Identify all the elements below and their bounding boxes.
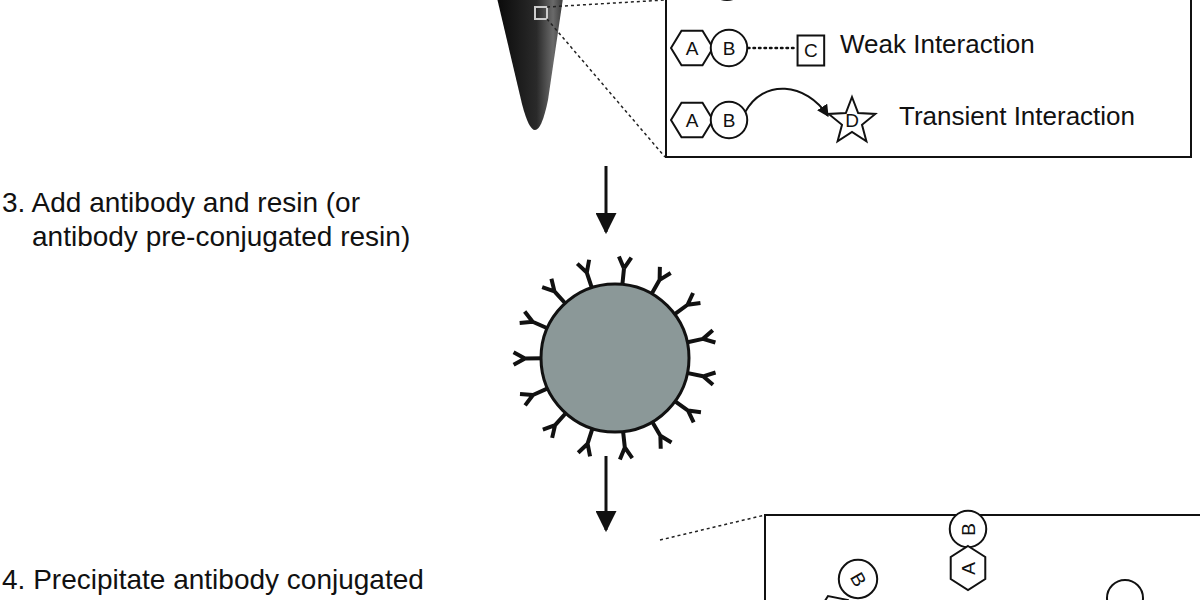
antibodies	[514, 256, 716, 459]
protein-letter: B	[723, 39, 736, 58]
step-arrow	[605, 166, 608, 232]
partial-hexagon	[818, 596, 852, 600]
interaction-label: Transient Interaction	[899, 102, 1135, 131]
transient-interaction-arrow	[745, 89, 828, 116]
step-arrow	[605, 456, 608, 530]
antibody	[619, 256, 631, 286]
protein-c: C	[797, 35, 825, 66]
protein-b: B	[838, 559, 878, 599]
antibody	[673, 293, 700, 315]
antibody	[543, 412, 567, 438]
antibody	[520, 311, 549, 329]
protein-b: B	[710, 101, 748, 139]
antibody	[542, 279, 566, 305]
antibody	[578, 427, 593, 457]
protein-letter: C	[804, 41, 818, 60]
weak-interaction-line	[748, 47, 797, 50]
antibody	[673, 400, 701, 422]
protein-b: B	[710, 29, 748, 67]
protein-b: B	[949, 510, 987, 548]
protein-d: D	[827, 95, 877, 145]
interaction-label: Weak Interaction	[840, 30, 1035, 59]
resin-bead	[541, 284, 689, 432]
antibody	[651, 420, 671, 449]
legend-box: Weak InteractionTransient Interaction A B C…	[665, 0, 1192, 158]
protein-letter: B	[723, 111, 736, 130]
antibody	[520, 388, 549, 406]
protein-letter: A	[959, 562, 978, 575]
antibody	[577, 260, 592, 290]
antibody	[651, 267, 671, 296]
antibody	[685, 373, 715, 385]
protein-a: A	[671, 102, 713, 138]
partial-circle	[1107, 580, 1143, 600]
protein-letter: D	[845, 111, 859, 130]
protein-letter: A	[686, 111, 699, 130]
zoom-square	[535, 7, 547, 19]
test-tube	[497, 0, 563, 130]
zoom-leader	[547, 19, 665, 157]
protein-a: A	[950, 546, 986, 590]
zoom-leader	[660, 515, 765, 540]
antibody	[620, 430, 632, 460]
zoom-leader	[547, 0, 665, 7]
step-label: 4. Precipitate antibody conjugated	[2, 563, 562, 597]
protein-letter: B	[959, 523, 978, 536]
protein-letter: A	[686, 39, 699, 58]
antibody	[514, 352, 543, 364]
antibody	[685, 330, 715, 342]
protein-a: A	[671, 30, 713, 66]
step-label: 3. Add antibody and resin (or antibody p…	[2, 186, 432, 253]
